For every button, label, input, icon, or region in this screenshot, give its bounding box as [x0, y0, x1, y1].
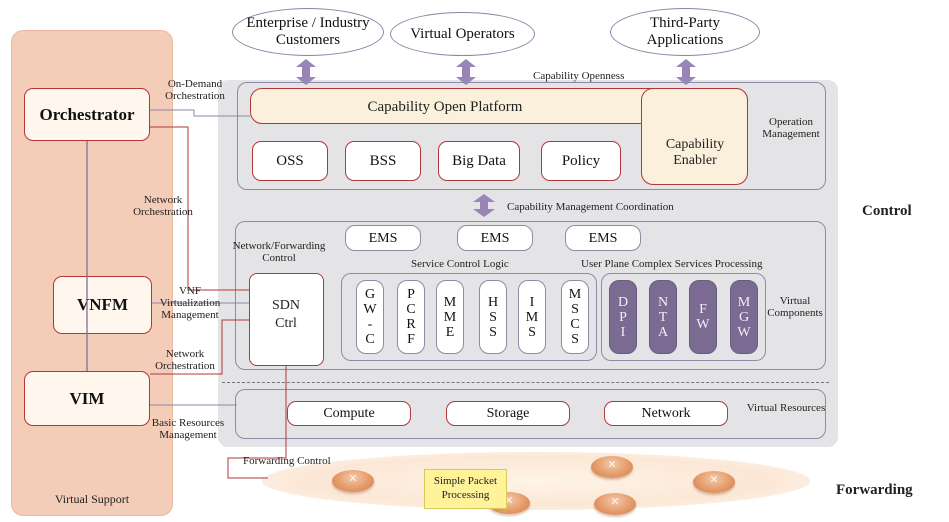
- capability-enabler-box: [641, 88, 748, 185]
- simple-packet-processing-box: [424, 469, 507, 509]
- service-logic-label: Service Control Logic: [411, 258, 509, 270]
- on-demand-label: On-Demand Orchestration: [165, 78, 225, 102]
- enterprise-customers-ellipse: Enterprise / Industry Customers: [232, 8, 384, 56]
- third-party-apps-ellipse: Third-Party Applications: [610, 8, 760, 56]
- network-orch-label-2: Network Orchestration: [155, 348, 215, 372]
- capability-open-platform-label: Capability Open Platform: [367, 99, 523, 115]
- ems-box-1: EMS: [345, 225, 421, 251]
- router-node-icon: [693, 471, 735, 493]
- ems-box-2: EMS: [457, 225, 533, 251]
- nf-control-label: Network/Forwarding Control: [232, 240, 326, 264]
- vim-box: VIM: [24, 371, 150, 426]
- virtual-operators-ellipse: Virtual Operators: [390, 12, 535, 56]
- user-plane-label: User Plane Complex Services Processing: [581, 258, 763, 270]
- virtual-support-label: Virtual Support: [54, 492, 130, 506]
- coordination-label: Capability Management Coordination: [507, 201, 674, 213]
- oss-module: OSS: [252, 141, 328, 181]
- basic-resources-label: Basic Resources Management: [151, 417, 225, 441]
- network-orch-label-1: Network Orchestration: [133, 194, 193, 218]
- network-resource: Network: [604, 401, 728, 426]
- router-node-icon: [594, 493, 636, 515]
- sdn-ctrl-box: [249, 273, 324, 366]
- control-inner-box: [235, 221, 826, 370]
- router-node-icon: [332, 470, 374, 492]
- orchestrator-box: Orchestrator: [24, 88, 150, 141]
- capability-enabler-label: Capability Enabler: [665, 137, 725, 168]
- bss-module: BSS: [345, 141, 421, 181]
- sdn-ctrl-label: SDN Ctrl: [271, 298, 300, 331]
- vnf-mgmt-label: VNF Virtualization Management: [159, 285, 221, 321]
- policy-module: Policy: [541, 141, 621, 181]
- forwarding-control-label: Forwarding Control: [243, 455, 331, 467]
- control-layer-label: Control: [862, 203, 912, 219]
- simple-packet-processing-label: Simple Packet Processing: [433, 475, 498, 501]
- router-node-icon: [591, 456, 633, 478]
- vnfm-box: VNFM: [53, 276, 152, 334]
- forwarding-layer-label: Forwarding: [836, 482, 913, 498]
- service-control-group: [341, 273, 597, 361]
- storage-resource: Storage: [446, 401, 570, 426]
- virtual-resources-label: Virtual Resources: [746, 402, 826, 414]
- compute-resource: Compute: [287, 401, 411, 426]
- operation-management-label: Operation Management: [762, 116, 820, 140]
- ems-box-3: EMS: [565, 225, 641, 251]
- big-data-module: Big Data: [438, 141, 520, 181]
- capability-openness-label: Capability Openness: [533, 70, 625, 82]
- user-plane-group: [601, 273, 766, 361]
- layer-separator: [222, 382, 829, 383]
- virtual-components-label: Virtual Components: [767, 295, 823, 319]
